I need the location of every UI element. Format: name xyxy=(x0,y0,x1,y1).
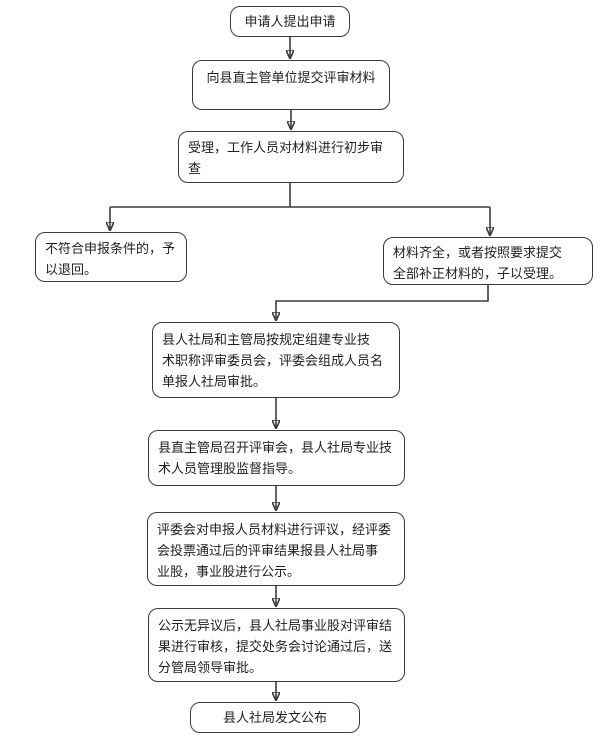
flow-node-audit: 公示无异议后，县人社局事业股对评审结 果进行审核，提交处务会讨论通过后，送 分管… xyxy=(148,608,405,682)
flow-node-check: 受理，工作人员对材料进行初步审 查 xyxy=(178,131,404,183)
flow-node-apply: 申请人提出申请 xyxy=(230,6,350,37)
flow-node-publish: 县人社局发文公布 xyxy=(190,702,360,733)
flow-node-submit: 向县直主管单位提交评审材料 xyxy=(192,60,390,110)
flow-node-meeting: 县直主管局召开评审会，县人社局专业技 术人员管理股监督指导。 xyxy=(148,430,405,486)
edge-accepted-committee xyxy=(276,285,489,320)
flow-node-review: 评委会对申报人员材料进行评议，经评委 会投票通过后的评审结果报县人社局事 业股，… xyxy=(147,512,405,586)
flow-node-accepted: 材料齐全，或者按照要求提交 全部补正材料的，子以受理。 xyxy=(383,237,593,285)
flow-node-committee: 县人社局和主管局按规定组建专业技 术职称评审委员会，评委会组成人员名 单报人社局… xyxy=(152,322,400,398)
flow-node-reject: 不符合申报条件的，予 以退回。 xyxy=(35,232,187,282)
